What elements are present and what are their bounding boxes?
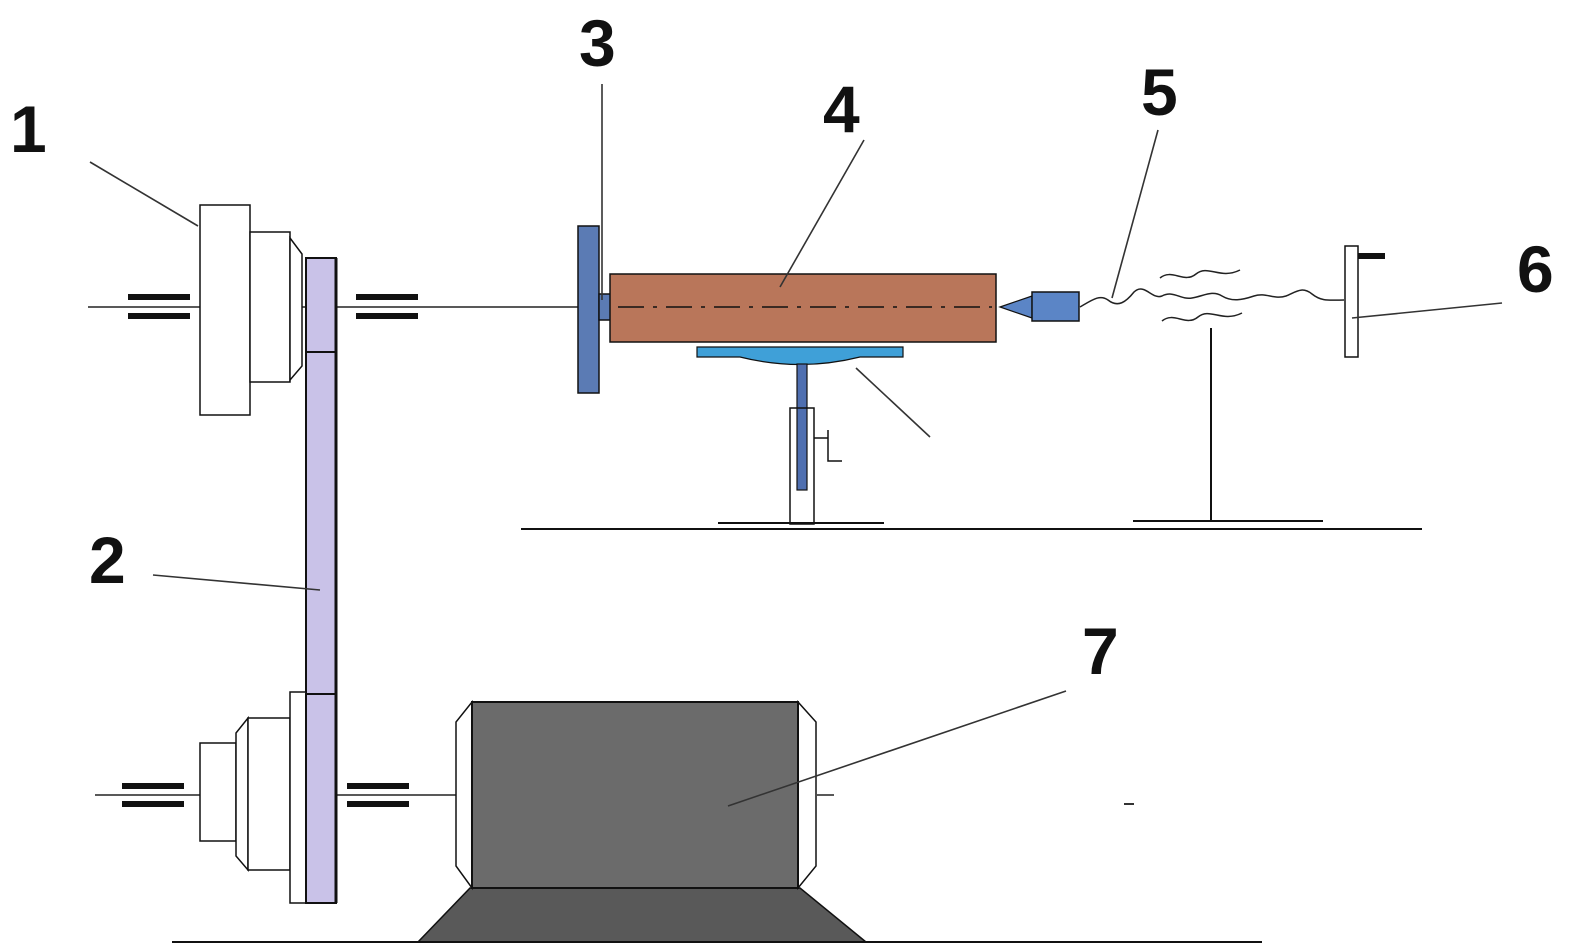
callout-label-1: 1: [10, 92, 47, 166]
leader-line-7: [727, 690, 1067, 807]
cylindrical-workpiece: [609, 273, 997, 343]
upper-right-bearing: [356, 294, 418, 319]
wire: [1079, 288, 1345, 308]
support-jack: [696, 346, 904, 525]
callout-label-6: 6: [1517, 232, 1554, 306]
drive-belt-lower: [305, 693, 338, 904]
support-leader-line: [855, 367, 931, 438]
lower-right-bearing: [347, 783, 409, 807]
wire-support-stand: [1133, 328, 1323, 522]
wire-break-marks: [1159, 269, 1243, 322]
callout-label-4: 4: [823, 72, 860, 146]
callout-label-2: 2: [89, 523, 126, 597]
callout-label-5: 5: [1141, 55, 1178, 129]
leader-line-5: [1111, 129, 1159, 299]
callout-label-3: 3: [579, 6, 616, 80]
leader-line-4: [779, 139, 865, 288]
leader-line-1: [89, 161, 199, 227]
callout-label-7: 7: [1082, 614, 1119, 688]
tail-fitting: [998, 291, 1080, 322]
upper-left-bearing: [128, 294, 190, 319]
lower-left-bearing: [122, 783, 184, 807]
upper-step-pulley: [199, 204, 303, 416]
lower-step-pulley: [199, 691, 307, 904]
leader-line-2: [152, 574, 321, 591]
faceplate-flange: [577, 225, 612, 394]
leader-line-6: [1351, 302, 1503, 319]
end-clamp-post: [1344, 245, 1385, 358]
electric-motor: [416, 699, 869, 943]
